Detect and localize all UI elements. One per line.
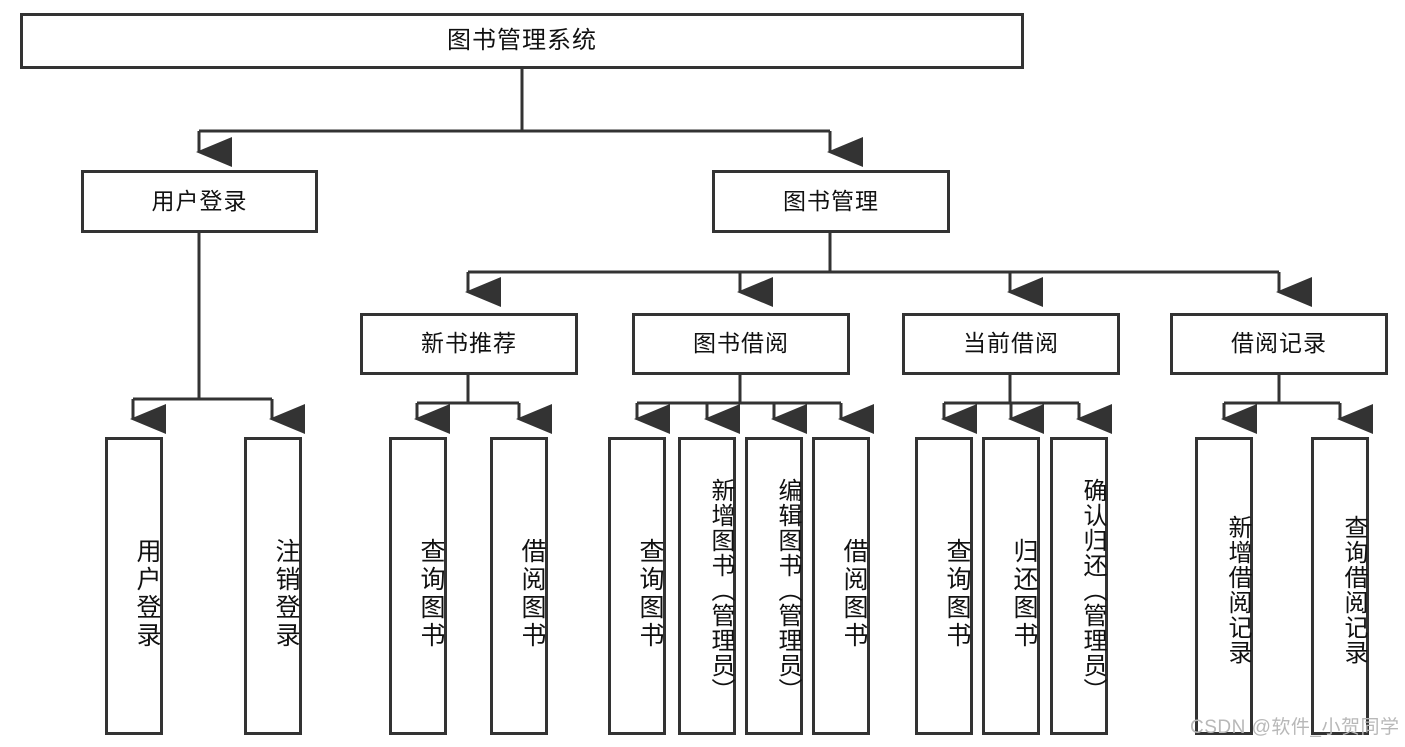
node-leaf-query-book-current[interactable]: 查询图书 — [915, 437, 973, 735]
node-leaf-borrow-book-recommendation[interactable]: 借阅图书 — [490, 437, 548, 735]
node-leaf-logout[interactable]: 注销登录 — [244, 437, 302, 735]
node-leaf-add-borrow-record[interactable]: 新增借阅记录 — [1195, 437, 1253, 735]
node-leaf-query-book-borrow[interactable]: 查询图书 — [608, 437, 666, 735]
node-book-manage[interactable]: 图书管理 — [712, 170, 950, 233]
node-leaf-borrow-book[interactable]: 借阅图书 — [812, 437, 870, 735]
node-leaf-query-book-recommendation[interactable]: 查询图书 — [389, 437, 447, 735]
node-leaf-return-book[interactable]: 归还图书 — [982, 437, 1040, 735]
node-book-borrow[interactable]: 图书借阅 — [632, 313, 850, 375]
node-current-borrow[interactable]: 当前借阅 — [902, 313, 1120, 375]
node-leaf-add-book-admin[interactable]: 新增图书（管理员） — [678, 437, 736, 735]
node-leaf-edit-book-admin[interactable]: 编辑图书（管理员） — [745, 437, 803, 735]
node-leaf-confirm-return-admin[interactable]: 确认归还（管理员） — [1050, 437, 1108, 735]
node-leaf-user-login[interactable]: 用户登录 — [105, 437, 163, 735]
node-root[interactable]: 图书管理系统 — [20, 13, 1024, 69]
node-borrow-record[interactable]: 借阅记录 — [1170, 313, 1388, 375]
csdn-watermark: CSDN @软件_小贺同学 — [1190, 717, 1400, 738]
node-new-book-recommendation[interactable]: 新书推荐 — [360, 313, 578, 375]
node-user-login[interactable]: 用户登录 — [81, 170, 318, 233]
node-leaf-query-borrow-record[interactable]: 查询借阅记录 — [1311, 437, 1369, 735]
